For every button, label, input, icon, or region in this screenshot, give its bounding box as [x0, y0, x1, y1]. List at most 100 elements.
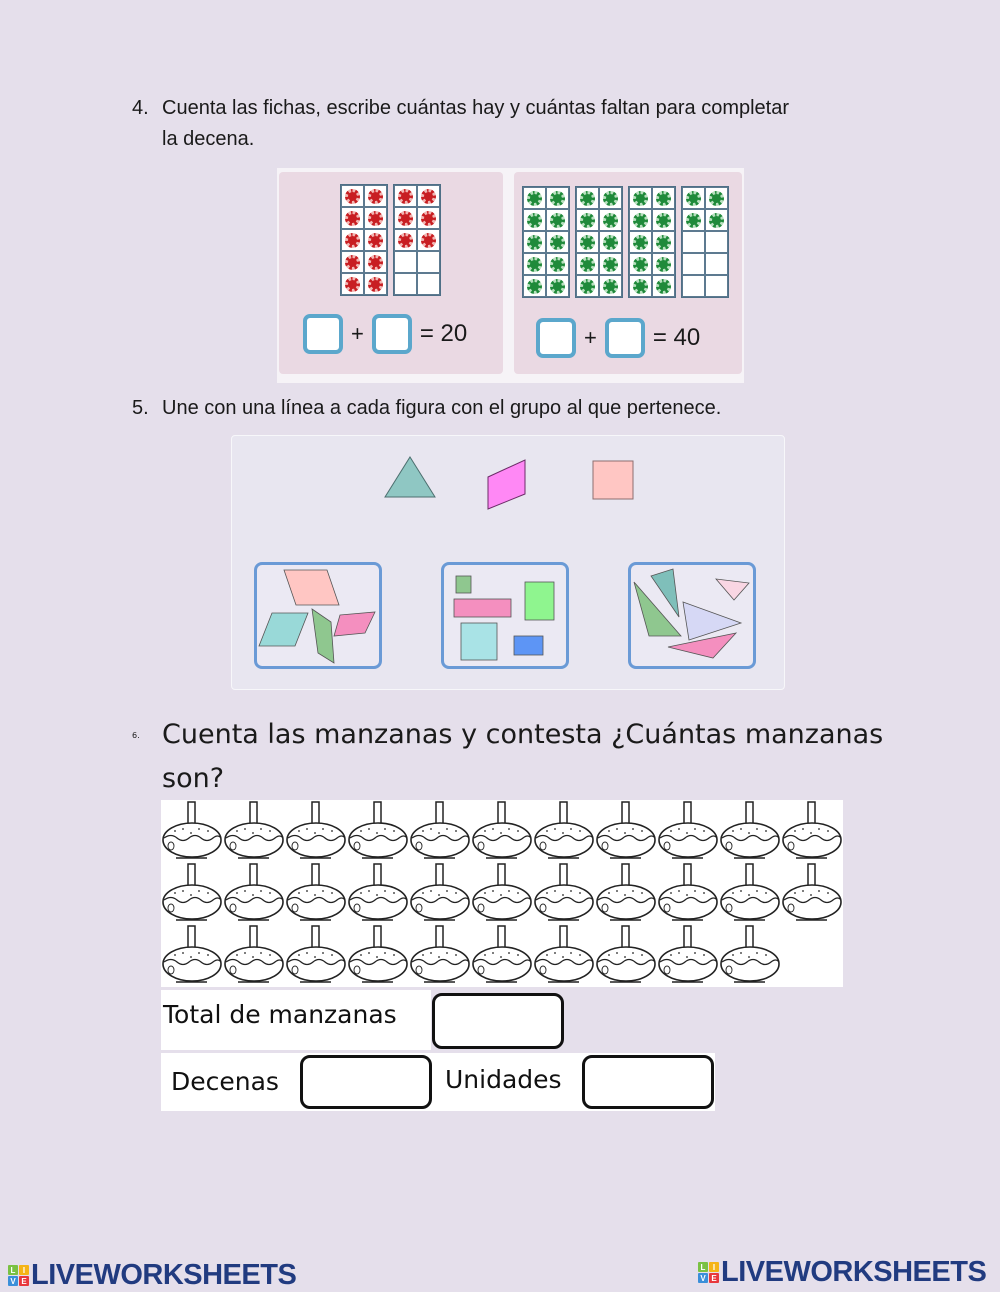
- tens-label: Decenas: [171, 1067, 279, 1096]
- answer-box-missing[interactable]: [371, 314, 412, 354]
- counter-chip-icon: [421, 188, 436, 204]
- counter-chip-icon: [633, 212, 648, 228]
- counter-chip-icon: [345, 232, 360, 248]
- ten-frame-cell: [652, 231, 675, 253]
- ten-frames-red: [340, 184, 441, 296]
- apple-icon: [533, 800, 595, 862]
- counter-chip-icon: [709, 212, 724, 228]
- counter-chip-icon: [368, 188, 383, 204]
- ten-frame-cell: [705, 209, 728, 231]
- question-number: 5.: [132, 397, 149, 419]
- square-shape[interactable]: [592, 460, 636, 502]
- ten-frame-cell: [394, 185, 417, 207]
- ten-frame-cell: [599, 209, 622, 231]
- ten-frame-cell: [394, 273, 417, 295]
- counter-chip-icon: [398, 210, 413, 226]
- apples-image: [161, 800, 843, 987]
- counter-chip-icon: [527, 278, 542, 294]
- ten-frame-cell: [341, 207, 364, 229]
- ten-frame-cell: [546, 187, 569, 209]
- ten-frame-cell: [523, 231, 546, 253]
- apple-icon: [595, 924, 657, 986]
- question-text: Cuenta las manzanas y contesta ¿Cuántas …: [162, 719, 884, 750]
- answer-box-counted[interactable]: [536, 318, 576, 358]
- liveworksheets-logo-right: L I V E LIVEWORKSHEETS: [698, 1256, 987, 1289]
- ten-frame-cell: [705, 231, 728, 253]
- ten-frame-cell: [364, 229, 387, 251]
- counter-chip-icon: [603, 256, 618, 272]
- apple-row: [161, 924, 781, 986]
- total-answer-box[interactable]: [432, 993, 564, 1049]
- ten-frame-panel-2: + = 40: [514, 172, 742, 374]
- logo-text: LIVEWORKSHEETS: [31, 1259, 297, 1291]
- tens-answer-box[interactable]: [300, 1055, 432, 1109]
- counter-chip-icon: [580, 212, 595, 228]
- ten-frame-cell: [364, 251, 387, 273]
- ten-frame-cell: [523, 275, 546, 297]
- apple-icon: [347, 862, 409, 924]
- ten-frame-cell: [682, 253, 705, 275]
- counter-chip-icon: [633, 234, 648, 250]
- ten-frame-cell: [417, 207, 440, 229]
- apple-icon: [719, 924, 781, 986]
- ten-frames-green: [522, 186, 729, 298]
- apple-icon: [533, 924, 595, 986]
- counter-chip-icon: [580, 278, 595, 294]
- counter-chip-icon: [527, 212, 542, 228]
- counter-chip-icon: [421, 210, 436, 226]
- apple-icon: [285, 924, 347, 986]
- ten-frame-cell: [652, 209, 675, 231]
- ten-frame-cell: [705, 253, 728, 275]
- equation-result: = 40: [652, 324, 701, 351]
- apple-icon: [285, 862, 347, 924]
- units-answer-box[interactable]: [582, 1055, 714, 1109]
- question-number: 4.: [132, 97, 149, 119]
- question-4-title: 4.Cuenta las fichas, escribe cuántas hay…: [132, 93, 892, 155]
- equation-2: + = 40: [536, 318, 700, 358]
- apple-row: [161, 862, 843, 924]
- group-triangles[interactable]: [628, 562, 756, 669]
- counter-chip-icon: [709, 190, 724, 206]
- answer-box-missing[interactable]: [604, 318, 645, 358]
- ten-frame-cell: [629, 209, 652, 231]
- group-rectangles[interactable]: [441, 562, 569, 669]
- ten-frame-cell: [599, 231, 622, 253]
- apple-icon: [657, 924, 719, 986]
- rhombus-shape[interactable]: [485, 458, 529, 512]
- ten-frame-cell: [576, 275, 599, 297]
- rectangles-icon: [453, 575, 555, 661]
- counter-chip-icon: [580, 256, 595, 272]
- live-blocks-icon: L I V E: [8, 1265, 29, 1286]
- apple-row: [161, 800, 843, 862]
- ten-frame-cell: [341, 273, 364, 295]
- ten-frame-cell: [705, 187, 728, 209]
- ten-frame-cell: [417, 273, 440, 295]
- answer-box-counted[interactable]: [303, 314, 343, 354]
- question-number: 6.: [132, 731, 140, 740]
- triangle-shape[interactable]: [382, 454, 438, 500]
- ten-frame: [340, 184, 388, 296]
- ten-frame-cell: [682, 231, 705, 253]
- ten-frame-cell: [546, 253, 569, 275]
- ten-frame-cell: [576, 187, 599, 209]
- counter-chip-icon: [656, 234, 671, 250]
- ten-frame-cell: [394, 207, 417, 229]
- counter-chip-icon: [656, 256, 671, 272]
- counter-chip-icon: [633, 256, 648, 272]
- live-blocks-icon: L I V E: [698, 1262, 719, 1283]
- counter-chip-icon: [580, 190, 595, 206]
- ten-frame-cell: [523, 187, 546, 209]
- total-row: Total de manzanas: [161, 990, 431, 1050]
- question-text-continued: la decena.: [162, 128, 255, 150]
- counter-chip-icon: [398, 232, 413, 248]
- apple-icon: [471, 800, 533, 862]
- group-quadrilaterals[interactable]: [254, 562, 382, 669]
- counter-chip-icon: [368, 254, 383, 270]
- plus-sign: +: [584, 325, 597, 350]
- apple-icon: [347, 800, 409, 862]
- apple-icon: [161, 924, 223, 986]
- shapes-matching-panel: [231, 435, 785, 690]
- ten-frame: [575, 186, 623, 298]
- ten-frame: [681, 186, 729, 298]
- ten-frame-cell: [394, 251, 417, 273]
